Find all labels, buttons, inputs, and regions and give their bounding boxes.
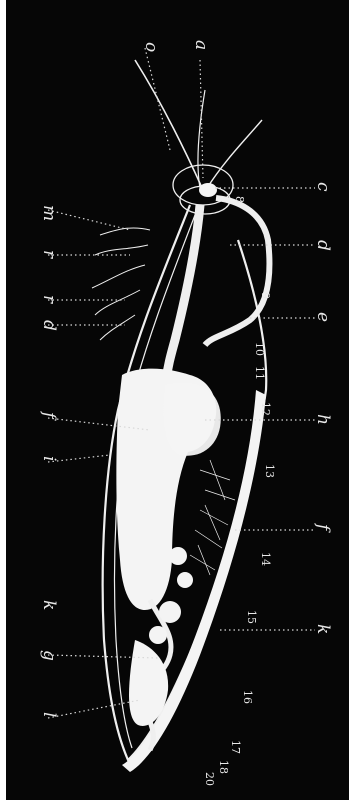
label-left-4: r	[39, 295, 59, 304]
label-left-7: i	[39, 456, 59, 461]
label-right-4: e	[313, 312, 333, 322]
number-1: 8	[233, 196, 246, 203]
number-5: 12	[259, 402, 272, 416]
label-left-8: k	[39, 600, 59, 610]
label-left-5: d	[39, 320, 59, 331]
label-right-2: c	[313, 182, 333, 192]
label-left-1: o	[141, 42, 161, 52]
number-10: 17	[229, 740, 242, 754]
number-11: 18	[217, 760, 230, 774]
label-right-1: a	[191, 40, 211, 50]
label-left-10: l	[39, 712, 59, 717]
label-right-3: d	[313, 240, 333, 251]
number-8: 15	[245, 610, 258, 624]
label-left-3: r	[39, 250, 59, 259]
label-right-5: h	[313, 414, 333, 425]
label-right-7: k	[313, 624, 333, 634]
number-4: 11	[253, 366, 266, 380]
number-2: 9	[259, 292, 272, 299]
label-left-2: m	[39, 205, 59, 221]
label-left-9: g	[39, 650, 59, 661]
number-7: 14	[259, 552, 272, 566]
number-12: 20	[203, 772, 216, 786]
number-9: 16	[241, 690, 254, 704]
number-6: 13	[263, 464, 276, 478]
number-3: 10	[253, 342, 266, 356]
